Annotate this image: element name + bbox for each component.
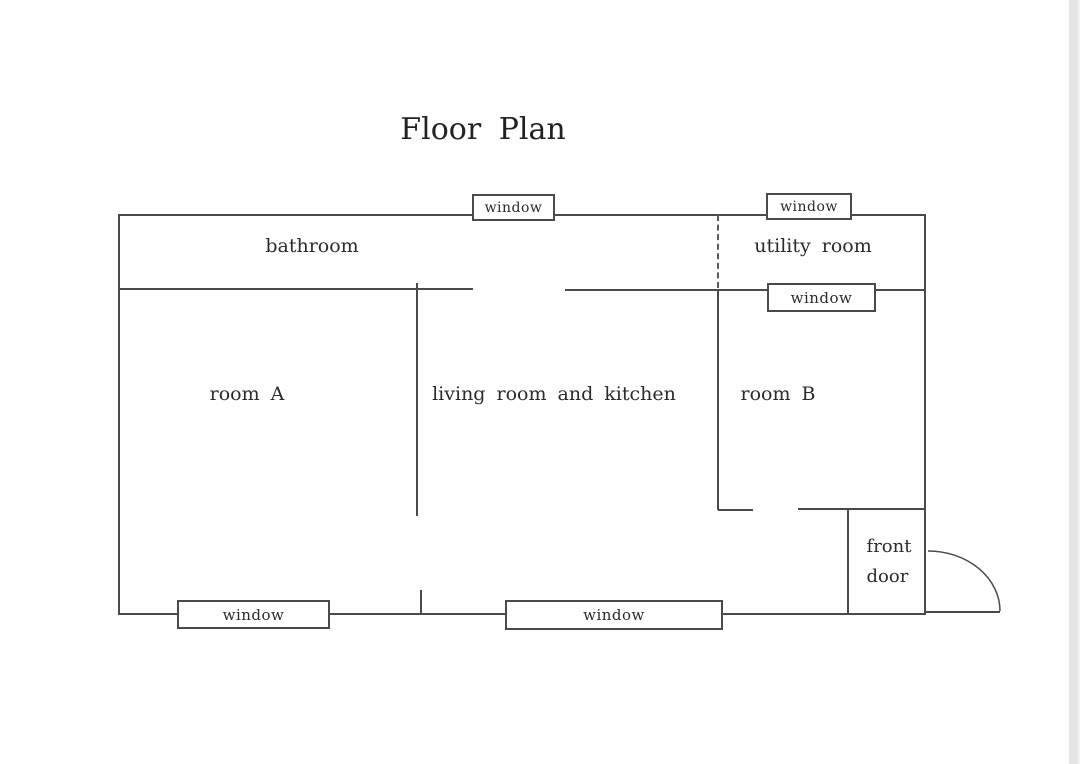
wall-room-b-bottom-left bbox=[718, 509, 753, 511]
wall-room-a-divider bbox=[416, 283, 418, 516]
window-label: window bbox=[790, 288, 853, 307]
window-top-bathroom: window bbox=[472, 194, 555, 221]
page-title: Floor Plan bbox=[400, 112, 566, 147]
wall-right bbox=[924, 214, 926, 615]
wall-room-a-divider-stub bbox=[420, 590, 422, 613]
window-top-utility: window bbox=[766, 193, 852, 220]
room-label-utility-room: utility room bbox=[754, 235, 872, 257]
wall-room-b-bottom-right bbox=[798, 508, 924, 510]
room-label-living-kitchen: living room and kitchen bbox=[432, 383, 676, 405]
room-label-front-door: front door bbox=[867, 532, 912, 592]
front-door-label-line1: front bbox=[866, 536, 912, 557]
window-bottom-room-a: window bbox=[177, 600, 330, 629]
wall-utility-divider-dashed bbox=[717, 215, 719, 288]
window-label: window bbox=[484, 199, 543, 216]
wall-bathroom-bottom-left bbox=[118, 288, 473, 290]
window-label: window bbox=[780, 198, 838, 215]
window-label: window bbox=[222, 605, 285, 624]
front-door-leaf bbox=[926, 611, 1000, 613]
wall-front-door-partition bbox=[847, 509, 849, 613]
wall-bathroom-bottom-right bbox=[565, 289, 924, 291]
right-edge-strip bbox=[1069, 0, 1080, 764]
wall-room-b-divider bbox=[717, 289, 719, 510]
room-label-bathroom: bathroom bbox=[265, 235, 359, 257]
wall-left bbox=[118, 214, 120, 615]
window-bottom-living: window bbox=[505, 600, 723, 630]
room-label-room-b: room B bbox=[740, 383, 816, 405]
front-door-label-line2: door bbox=[866, 566, 909, 587]
window-utility-inner: window bbox=[767, 283, 876, 312]
window-label: window bbox=[583, 606, 645, 624]
room-label-room-a: room A bbox=[209, 383, 285, 405]
front-door-swing-arc bbox=[927, 550, 1001, 612]
